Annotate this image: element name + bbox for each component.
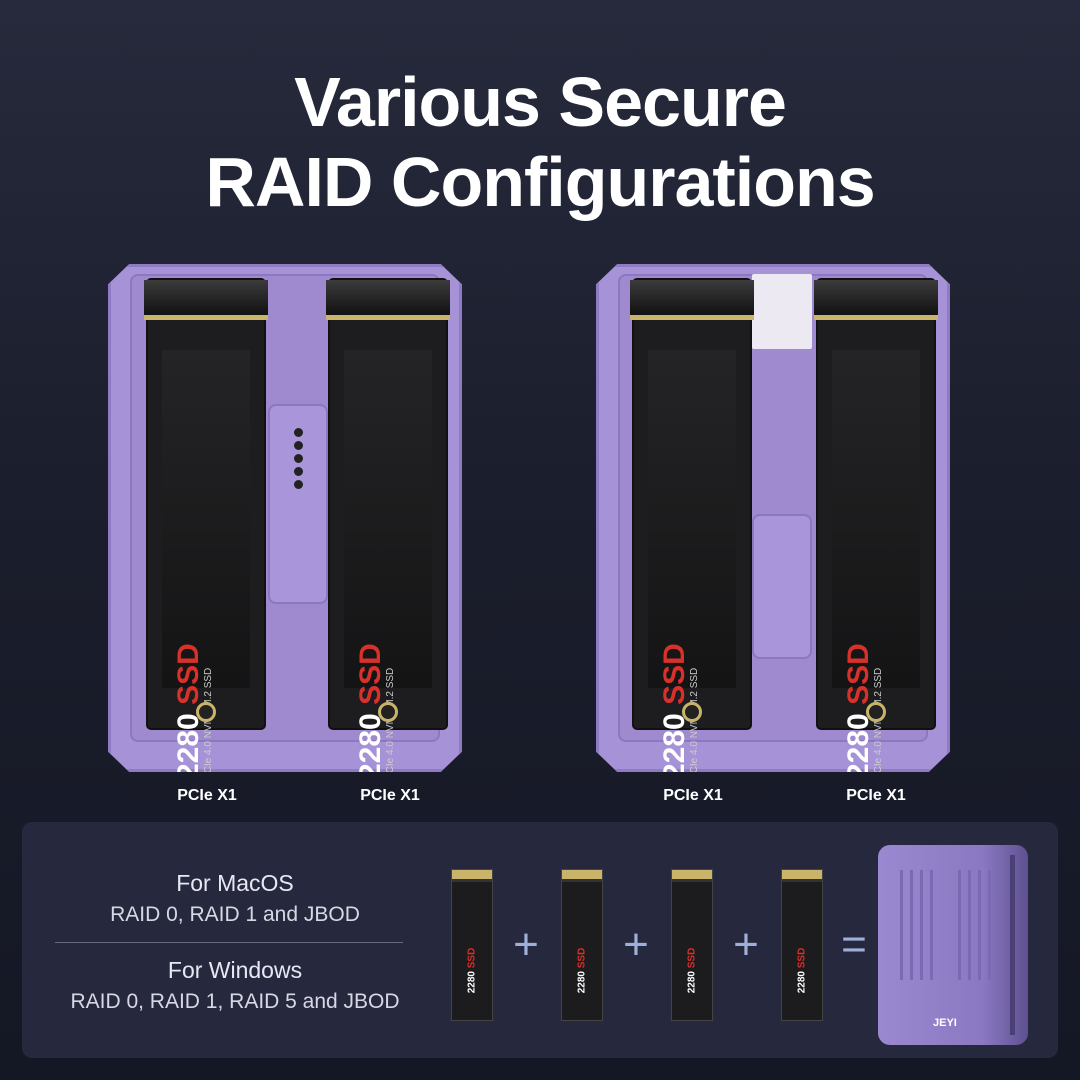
divider: [55, 942, 403, 943]
ssd-mini: 2280 SSD: [782, 870, 822, 1020]
headline-line2: RAID Configurations: [205, 143, 875, 221]
led-panel: [268, 404, 328, 604]
headline: Various Secure RAID Configurations: [0, 62, 1080, 222]
screw-icon: [378, 702, 398, 722]
screw-icon: [866, 702, 886, 722]
connector-bay: [752, 274, 812, 349]
thermal-pad: [752, 514, 812, 659]
screw-icon: [196, 702, 216, 722]
slot-label: PCIe X1: [360, 787, 420, 804]
slot-label: PCIe X1: [663, 787, 723, 804]
windows-modes: RAID 0, RAID 1, RAID 5 and JBOD: [70, 990, 400, 1013]
ssd-mini: 2280 SSD: [672, 870, 712, 1020]
enclosure-product: JEYI: [878, 845, 1028, 1045]
ssd-mini: 2280 SSD: [452, 870, 492, 1020]
slot-label: PCIe X1: [846, 787, 906, 804]
slot-label: PCIe X1: [177, 787, 237, 804]
macos-modes: RAID 0, RAID 1 and JBOD: [110, 903, 360, 926]
macos-section: For MacOS RAID 0, RAID 1 and JBOD: [30, 870, 440, 927]
plus-icon: +: [733, 920, 759, 969]
ssd-mini: 2280 SSD: [562, 870, 602, 1020]
windows-heading: For Windows: [167, 957, 303, 983]
windows-section: For Windows RAID 0, RAID 1, RAID 5 and J…: [30, 957, 440, 1014]
macos-heading: For MacOS: [176, 870, 294, 896]
led-indicators: [294, 428, 304, 493]
plus-icon: +: [513, 920, 539, 969]
screw-icon: [682, 702, 702, 722]
equals-icon: =: [841, 920, 867, 969]
brand-logo: JEYI: [933, 1017, 957, 1029]
headline-line1: Various Secure: [294, 63, 787, 141]
plus-icon: +: [623, 920, 649, 969]
